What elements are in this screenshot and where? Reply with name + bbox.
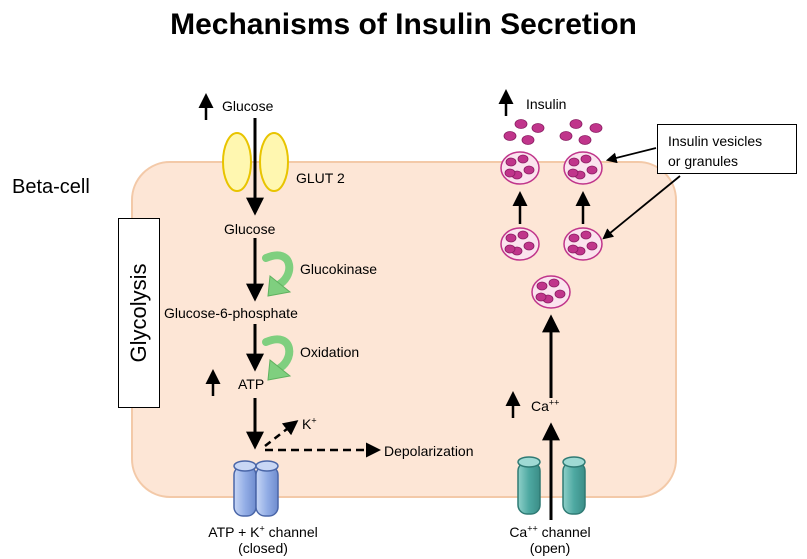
vesicle-callout-line2: or granules	[668, 153, 739, 169]
g6p-label: Glucose-6-phosphate	[164, 305, 298, 321]
glucose-inside-label: Glucose	[224, 221, 276, 237]
insulin-vesicle-icon	[531, 275, 571, 309]
insulin-vesicle-icon	[500, 227, 540, 261]
ca-channel-label: Ca++ channel (open)	[509, 523, 591, 556]
vesicle-callout-line1: Insulin vesicles	[668, 133, 763, 149]
oxidation-label: Oxidation	[300, 344, 360, 360]
katp-channel-state: (closed)	[238, 540, 288, 556]
beta-cell-label: Beta-cell	[12, 176, 90, 198]
glucokinase-label: Glucokinase	[300, 261, 378, 277]
k-ion-label: K+	[302, 415, 317, 432]
callout-arrow-upper	[605, 147, 657, 164]
insulin-granule	[503, 131, 517, 141]
callout-arrow-lower	[602, 175, 681, 240]
ca-channel-state: (open)	[529, 540, 571, 556]
insulin-granule	[531, 123, 545, 133]
insulin-vesicle-icon	[500, 151, 540, 185]
glycolysis-box: Glycolysis	[118, 218, 160, 408]
glut2-right-icon	[259, 132, 289, 192]
insulin-granule	[559, 131, 573, 141]
insulin-granule	[569, 119, 583, 129]
vesicle-callout-box: Insulin vesicles or granules	[657, 124, 797, 174]
glut2-left-icon	[222, 132, 252, 192]
katp-channel-icon	[233, 460, 279, 517]
insulin-granule	[578, 135, 592, 145]
page-title: Mechanisms of Insulin Secretion	[170, 8, 637, 41]
insulin-granule	[589, 123, 603, 133]
glycolysis-label: Glycolysis	[126, 263, 151, 363]
k-efflux-dashed-arrow	[264, 420, 299, 447]
katp-channel-label: ATP + K+ channel (closed)	[208, 523, 318, 556]
insulin-label: Insulin	[526, 96, 567, 112]
depolarization-label: Depolarization	[384, 443, 474, 459]
insulin-vesicle-icon	[563, 227, 603, 261]
released-insulin-granules	[503, 119, 603, 145]
insulin-granule	[514, 119, 528, 129]
ca-channel-icon	[517, 456, 586, 515]
oxidation-curved-arrow	[262, 335, 294, 374]
glucose-outside-label: Glucose	[222, 98, 274, 114]
glut2-label: GLUT 2	[296, 170, 345, 186]
insulin-vesicle-icon	[563, 151, 603, 185]
insulin-granule	[521, 135, 535, 145]
ca-ion-label: Ca++	[531, 397, 560, 414]
insulin-vesicles	[500, 151, 603, 309]
atp-label: ATP	[238, 376, 265, 392]
glucokinase-curved-arrow	[262, 251, 294, 290]
